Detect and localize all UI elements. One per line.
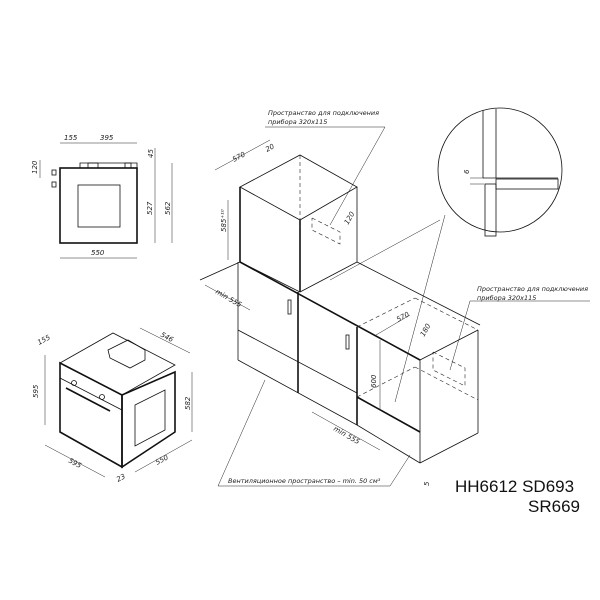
- dim-155-iso: 155: [36, 333, 52, 347]
- dim-upper-120: 120: [343, 210, 357, 226]
- dim-546: 546: [159, 331, 175, 345]
- model-line-1: HH6612 SD693: [455, 477, 574, 496]
- note-connection-top-2: прибора 320x115: [268, 118, 327, 126]
- dim-bottom-5: 5: [423, 481, 431, 486]
- dim-lower-180: 180: [419, 322, 433, 338]
- note-connection-right-2: прибора 320x115: [477, 294, 536, 302]
- dim-527: 527: [146, 201, 154, 215]
- note-ventilation: Вентиляционное пространство – min. 50 см…: [228, 477, 381, 485]
- dim-detail-6: 6: [463, 169, 471, 174]
- dim-155: 155: [64, 134, 78, 142]
- dim-upper-20: 20: [264, 142, 276, 154]
- dim-upper-570: 570: [231, 150, 247, 164]
- dim-550: 550: [91, 249, 105, 257]
- dim-min-555-left: min 555: [214, 288, 243, 310]
- dim-120: 120: [31, 160, 39, 174]
- model-line-2: SR669: [528, 497, 580, 516]
- dim-595-height: 595: [32, 384, 40, 398]
- dim-lower-600: 600: [370, 374, 378, 388]
- iso-oven: 595 582 595 550 23 155 546: [32, 327, 193, 484]
- detail-view: 6: [437, 107, 563, 237]
- front-view-oven: 155 395 45 527 562 120 550: [31, 134, 173, 259]
- dim-395: 395: [100, 134, 114, 142]
- dim-595-width: 595: [67, 457, 83, 471]
- dim-562: 562: [164, 201, 172, 215]
- dim-23: 23: [115, 473, 127, 484]
- dim-45: 45: [147, 149, 155, 158]
- dim-550-depth: 550: [154, 453, 170, 467]
- dim-min-555-right: min 555: [332, 425, 361, 447]
- note-connection-right-1: Пространство для подключения: [477, 285, 588, 293]
- dim-upper-585: 585⁺¹⁰: [220, 209, 228, 232]
- cabinet-assembly: Пространство для подключения прибора 320…: [199, 109, 590, 487]
- dim-lower-570: 570: [395, 310, 411, 324]
- dim-582: 582: [184, 396, 192, 410]
- note-connection-top-1: Пространство для подключения: [268, 109, 379, 117]
